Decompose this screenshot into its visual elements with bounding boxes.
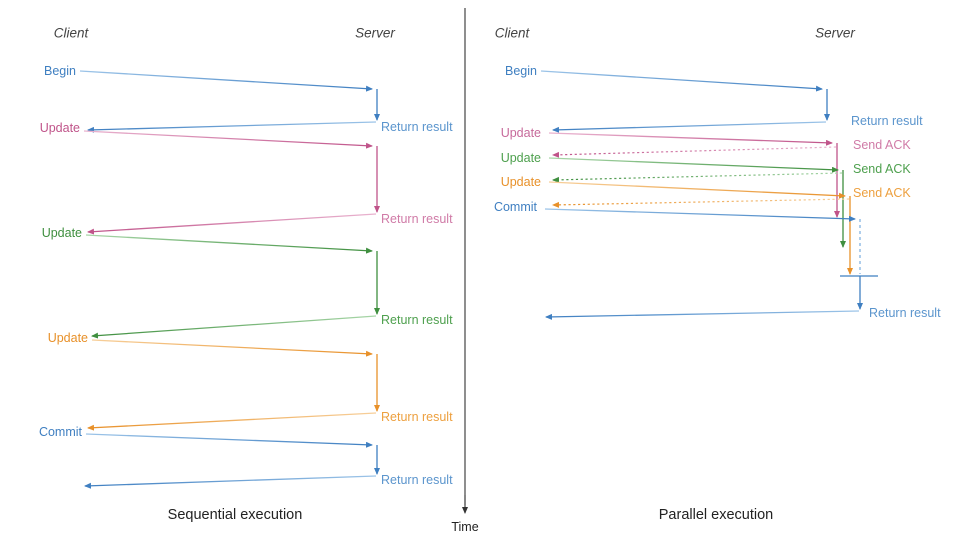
parallel-message-update-3: Update	[500, 174, 541, 189]
sequential-server-actor-label: Server	[355, 25, 395, 41]
time-axis-label: Time	[451, 519, 479, 534]
sequential-message-return-result-1: Return result	[381, 119, 453, 134]
parallel-message-send-ack-3: Send ACK	[853, 185, 911, 200]
sequential-panel-caption: Sequential execution	[167, 506, 303, 523]
parallel-client-actor-label: Client	[494, 25, 530, 41]
parallel-panel-caption: Parallel execution	[658, 506, 774, 523]
parallel-message-send-ack-2: Send ACK	[853, 161, 911, 176]
sequential-message-commit: Commit	[38, 424, 82, 439]
sequential-panel-arrows	[79, 70, 380, 489]
parallel-message-begin: Begin	[505, 63, 537, 78]
sequential-message-update-2: Update	[41, 225, 82, 240]
sequential-client-actor-label: Client	[53, 25, 89, 41]
sequential-message-update-1: Update	[39, 120, 80, 135]
sequential-message-begin: Begin	[44, 63, 76, 78]
parallel-message-return-result-1: Return result	[851, 113, 923, 128]
parallel-message-commit: Commit	[493, 199, 537, 214]
parallel-panel-arrows	[540, 70, 878, 320]
sequential-message-return-result-5: Return result	[381, 472, 453, 487]
sequential-message-return-result-4: Return result	[381, 409, 453, 424]
parallel-message-send-ack-1: Send ACK	[853, 137, 911, 152]
parallel-message-update-1: Update	[500, 125, 541, 140]
sequential-message-return-result-2: Return result	[381, 211, 453, 226]
parallel-server-actor-label: Server	[815, 25, 855, 41]
parallel-message-return-result-2: Return result	[869, 305, 941, 320]
sequential-message-return-result-3: Return result	[381, 312, 453, 327]
parallel-message-update-2: Update	[500, 150, 541, 165]
sequential-message-update-3: Update	[47, 330, 88, 345]
